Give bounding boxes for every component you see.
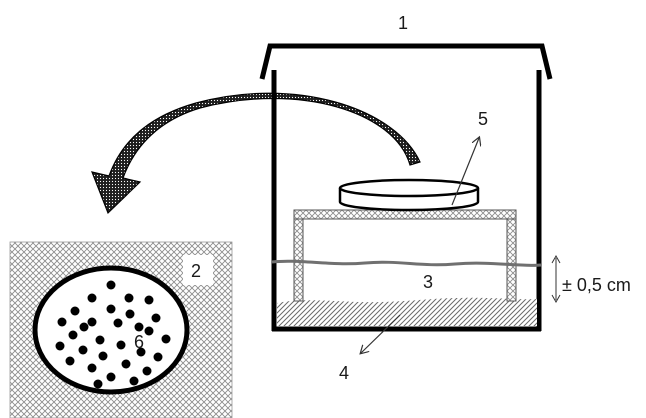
spore-dot — [87, 363, 97, 373]
label-6: 6 — [134, 332, 144, 352]
spore-dot — [57, 317, 67, 327]
spore-dot — [121, 359, 131, 369]
measure-label: ± 0,5 cm — [562, 275, 631, 295]
spore-dot — [87, 293, 97, 303]
spore-dot — [93, 379, 103, 389]
spore-dot — [151, 313, 161, 323]
spore-dot — [106, 372, 116, 382]
spore-dot — [144, 295, 154, 305]
jar-lid — [259, 43, 553, 80]
spore-dot — [136, 347, 146, 357]
label-4: 4 — [339, 363, 349, 383]
petri-dish-inset: 2 6 — [9, 241, 233, 418]
spore-dot — [106, 280, 116, 290]
spore-dot — [68, 330, 78, 340]
spore-dot — [116, 340, 126, 350]
spore-dot — [55, 341, 65, 351]
container-jar — [259, 43, 553, 332]
spore-dots — [55, 280, 171, 389]
spore-dot — [144, 326, 154, 336]
spore-dot — [87, 317, 97, 327]
spore-dot — [79, 322, 89, 332]
spore-dot — [142, 366, 152, 376]
spore-dot — [134, 322, 144, 332]
petri-dish-side-view — [338, 178, 480, 212]
spore-dot — [95, 335, 105, 345]
spore-dot — [98, 351, 108, 361]
stand-platform — [293, 209, 517, 302]
depth-measurement: ± 0,5 cm — [551, 254, 631, 304]
spore-dot — [65, 356, 75, 366]
arrow-to-label-5 — [451, 138, 479, 206]
spore-dot — [125, 309, 135, 319]
spore-dot — [113, 318, 123, 328]
label-1: 1 — [398, 13, 408, 33]
stand-top — [293, 209, 517, 220]
spore-dot — [153, 352, 163, 362]
spore-dot — [78, 345, 88, 355]
spore-dot — [70, 306, 80, 316]
arrow-to-label-4 — [361, 314, 401, 353]
label-2: 2 — [191, 261, 201, 281]
water-level-line — [271, 259, 542, 267]
label-5: 5 — [478, 109, 488, 129]
spore-dot — [161, 334, 171, 344]
spore-dot — [129, 376, 139, 386]
stand-right-leg — [506, 218, 517, 302]
spore-dot — [124, 293, 134, 303]
sediment-layer — [277, 297, 537, 326]
inset-label-box — [183, 255, 213, 285]
curved-arrow — [91, 92, 421, 215]
label-3: 3 — [423, 272, 433, 292]
spore-dot — [106, 304, 116, 314]
